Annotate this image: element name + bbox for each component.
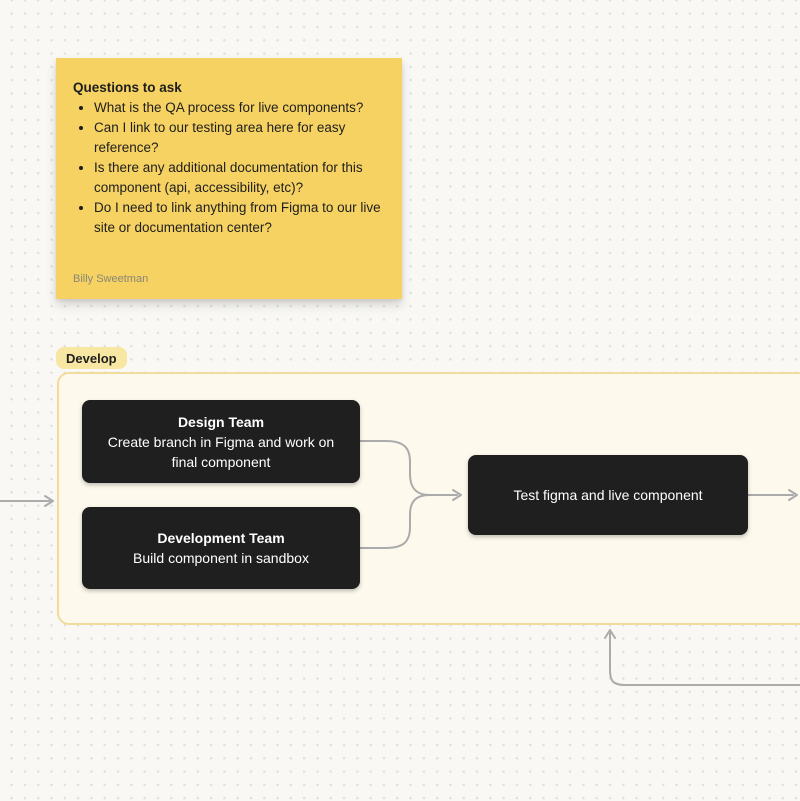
sticky-note-bullet-list: What is the QA process for live componen… [73, 98, 388, 238]
sticky-note[interactable]: Questions to ask What is the QA process … [56, 58, 402, 299]
sticky-note-bullet: What is the QA process for live componen… [94, 98, 388, 118]
node-body: Test figma and live component [513, 487, 703, 503]
node-test-component[interactable]: Test figma and live component [468, 455, 748, 535]
develop-section-label[interactable]: Develop [56, 347, 127, 369]
node-body: Build component in sandbox [133, 550, 309, 566]
node-design-team[interactable]: Design Team Create branch in Figma and w… [82, 400, 360, 483]
sticky-note-title: Questions to ask [73, 80, 182, 95]
sticky-note-author: Billy Sweetman [73, 273, 149, 285]
sticky-note-bullet: Can I link to our testing area here for … [94, 118, 388, 158]
node-title: Design Team [177, 413, 265, 430]
connector-return-arrow[interactable] [604, 629, 800, 686]
node-body: Create branch in Figma and work on final… [107, 433, 335, 470]
sticky-note-bullet: Is there any additional documentation fo… [94, 158, 388, 198]
sticky-note-bullet: Do I need to link anything from Figma to… [94, 198, 388, 238]
node-title: Development Team [157, 530, 285, 546]
node-development-team[interactable]: Development Team Build component in sand… [82, 507, 360, 589]
connector-incoming-arrow[interactable] [0, 495, 54, 507]
